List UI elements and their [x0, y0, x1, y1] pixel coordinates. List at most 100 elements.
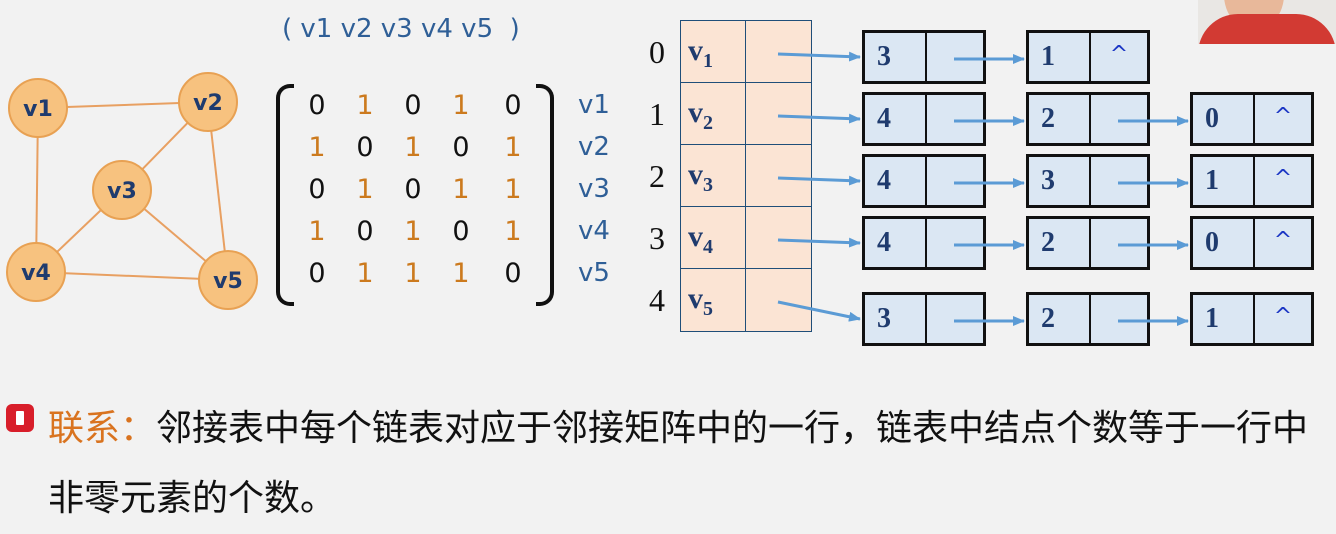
list-node: 2: [1026, 216, 1150, 270]
vertex-name: v1: [688, 34, 713, 73]
list-node: 3: [862, 292, 986, 346]
note-body: 邻接表中每个链表对应于邻接矩阵中的一行，链表中结点个数等于一行中非零元素的个数。: [48, 408, 1309, 519]
matrix-cell: 1: [452, 258, 470, 289]
matrix-row-label: v3: [578, 174, 610, 204]
matrix-right-bracket: [536, 84, 554, 306]
matrix-cell: 0: [308, 258, 326, 289]
node-divider: [1253, 295, 1255, 343]
vertex-index: 2: [649, 158, 665, 194]
vertex-table-row: [680, 144, 812, 206]
node-circle: [198, 250, 258, 310]
list-node: 1^: [1190, 292, 1314, 346]
node-value: 4: [877, 165, 891, 196]
matrix-left-bracket: [276, 84, 294, 306]
matrix-row-label: v5: [578, 258, 610, 288]
node-value: 1: [1205, 303, 1219, 334]
matrix-cell: 0: [452, 132, 470, 163]
matrix-cell: 0: [404, 174, 422, 205]
list-node: 1^: [1190, 154, 1314, 208]
node-value: 2: [1041, 103, 1055, 134]
matrix-cell: 1: [452, 174, 470, 205]
bullet-icon: [6, 404, 34, 432]
matrix-cell: 1: [404, 132, 422, 163]
matrix-cell: 1: [504, 132, 522, 163]
vertex-name-base: v: [688, 220, 703, 253]
node-v2: v2: [178, 72, 238, 132]
vertex-name: v4: [688, 220, 713, 259]
list-node: 2: [1026, 292, 1150, 346]
matrix-cell: 0: [404, 90, 422, 121]
note-key: 联系：: [48, 408, 157, 449]
node-value: 1: [1041, 41, 1055, 72]
list-node: 4: [862, 92, 986, 146]
list-node: 0^: [1190, 216, 1314, 270]
matrix-cell: 0: [308, 90, 326, 121]
node-v5: v5: [198, 250, 258, 310]
node-value: 1: [1205, 165, 1219, 196]
vertex-name-subscript: 2: [703, 112, 713, 134]
vertex-index: 1: [649, 96, 665, 132]
node-label: v1: [23, 97, 53, 122]
list-node: 3: [1026, 154, 1150, 208]
vertex-name-base: v: [688, 158, 703, 191]
node-divider: [1253, 95, 1255, 143]
node-divider: [1089, 157, 1091, 205]
vertex-table-row: [680, 268, 812, 330]
edge-v4-v5: [35, 271, 229, 281]
null-pointer: ^: [1273, 304, 1293, 329]
matrix-cell: 1: [504, 216, 522, 247]
node-v4: v4: [6, 242, 66, 302]
list-node: 1^: [1026, 30, 1150, 84]
vertex-name: v5: [688, 282, 713, 321]
node-v3: v3: [92, 160, 152, 220]
list-node: 4: [862, 216, 986, 270]
matrix-row-label: v2: [578, 132, 610, 162]
matrix-cell: 1: [504, 174, 522, 205]
node-value: 0: [1205, 103, 1219, 134]
null-pointer: ^: [1273, 104, 1293, 129]
vertex-name-base: v: [688, 34, 703, 67]
graph-nodes: v1 v2 v3 v4 v5: [6, 72, 258, 310]
null-pointer: ^: [1273, 166, 1293, 191]
matrix-row-label: v1: [578, 90, 610, 120]
list-node: 0^: [1190, 92, 1314, 146]
vertex-table-row: [680, 82, 812, 144]
matrix-cell: 1: [404, 258, 422, 289]
node-circle: [8, 78, 68, 138]
node-value: 2: [1041, 227, 1055, 258]
list-node: 3: [862, 30, 986, 84]
matrix-cell: 1: [452, 90, 470, 121]
node-divider: [925, 219, 927, 267]
node-value: 0: [1205, 227, 1219, 258]
matrix-cell: 1: [308, 216, 326, 247]
vertex-name-subscript: 4: [703, 236, 713, 258]
matrix-cell: 1: [356, 258, 374, 289]
vertex-table: [680, 20, 812, 332]
matrix-row-label: v4: [578, 216, 610, 246]
undirected-graph: v1 v2 v3 v4 v5: [6, 72, 258, 310]
node-circle: [178, 72, 238, 132]
vertex-name-base: v: [688, 96, 703, 129]
matrix-column-header: ( v1 v2 v3 v4 v5 ): [282, 14, 520, 44]
node-divider: [1253, 157, 1255, 205]
presenter-video-thumbnail: [1198, 0, 1336, 44]
node-circle: [92, 160, 152, 220]
node-value: 3: [877, 303, 891, 334]
vertex-table-separator: [745, 20, 746, 332]
matrix-cell: 1: [404, 216, 422, 247]
presenter-shirt: [1198, 14, 1336, 44]
vertex-name-subscript: 3: [703, 174, 713, 196]
null-pointer: ^: [1109, 42, 1129, 67]
node-divider: [925, 157, 927, 205]
node-divider: [925, 95, 927, 143]
vertex-name-subscript: 1: [703, 50, 713, 72]
vertex-index: 4: [649, 282, 665, 318]
matrix-cell: 0: [356, 216, 374, 247]
node-divider: [1089, 219, 1091, 267]
vertex-table-row: [680, 206, 812, 268]
list-node: 4: [862, 154, 986, 208]
vertex-name-base: v: [688, 282, 703, 315]
matrix-cell: 0: [308, 174, 326, 205]
vertex-name: v2: [688, 96, 713, 135]
explanation-text: 联系：邻接表中每个链表对应于邻接矩阵中的一行，链表中结点个数等于一行中非零元素的…: [48, 394, 1336, 534]
